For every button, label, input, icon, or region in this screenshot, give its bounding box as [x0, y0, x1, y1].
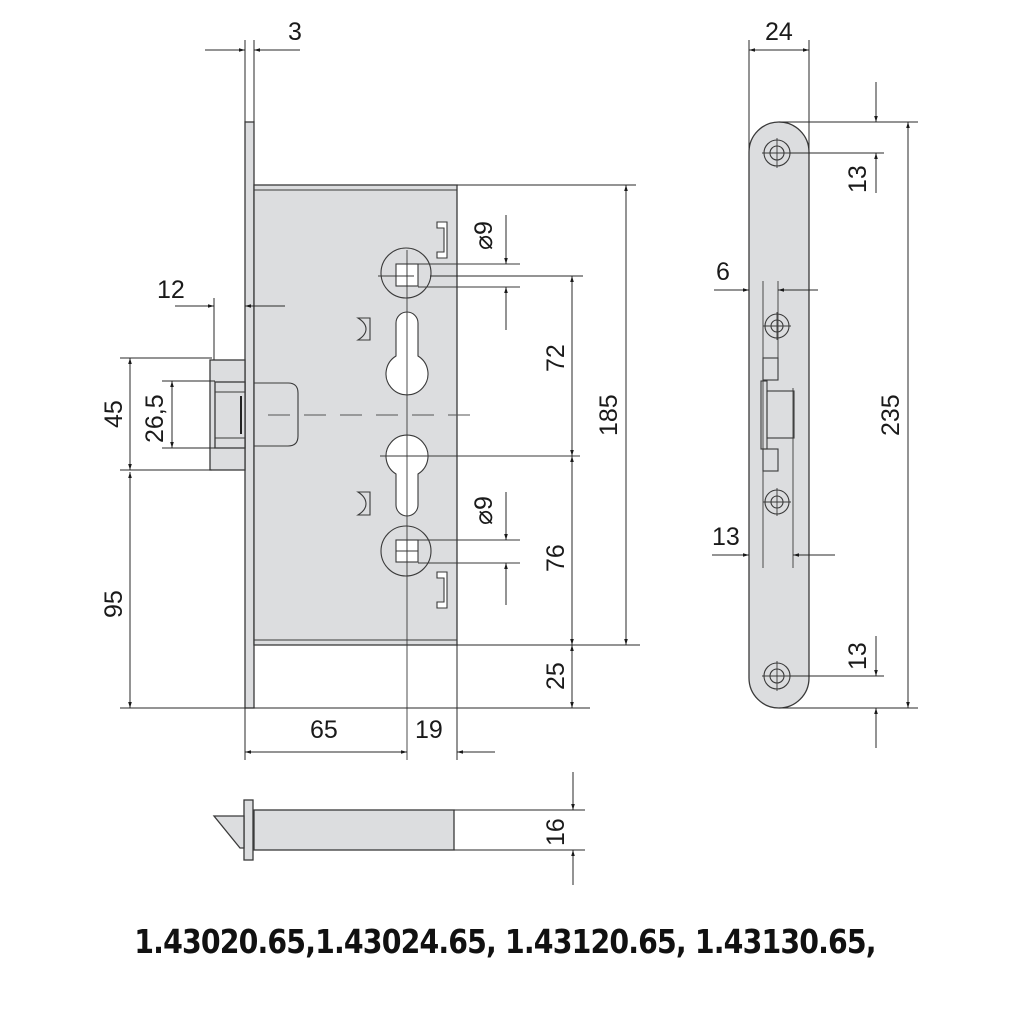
dim-case-height: 185 [595, 394, 623, 436]
dim-cylinder-to-bottom-follower: 76 [542, 544, 570, 572]
dim-top-follower-square: ⌀9 [470, 221, 498, 250]
dim-case-offset: 19 [415, 716, 443, 744]
dim-top-follower-to-cylinder: 72 [542, 344, 570, 372]
dim-latch-to-bottom: 95 [100, 590, 128, 618]
dim-bottom-screw-offset: 13 [844, 642, 872, 670]
faceplate-strip [244, 121, 255, 709]
dim-follower-to-case-bottom: 25 [542, 662, 570, 690]
main-dimensions: 3 12 45 26,5 95 65 19 ⌀9 [100, 18, 640, 760]
dim-latch-height: 26,5 [141, 394, 169, 443]
dim-latch-projection: 12 [157, 276, 185, 304]
model-numbers-caption: 1.43020.65,1.43024.65, 1.43120.65, 1.431… [134, 922, 876, 961]
dim-bottom-follower-square: ⌀9 [470, 496, 498, 525]
latch-bolt [209, 359, 299, 471]
dim-latch-housing-height: 45 [100, 400, 128, 428]
dim-faceplate-thickness: 3 [288, 18, 302, 46]
dim-case-depth: 16 [542, 818, 570, 846]
screw-upper [763, 312, 791, 340]
dim-top-screw-offset: 13 [844, 165, 872, 193]
dim-latch-slot-offset: 6 [716, 258, 730, 286]
main-view [209, 121, 580, 760]
dim-faceplate-length: 235 [877, 394, 905, 436]
dim-backset: 65 [310, 716, 338, 744]
dim-case-width: 13 [712, 523, 740, 551]
dim-faceplate-width: 24 [765, 18, 793, 46]
side-view: 24 13 235 6 13 13 [712, 18, 918, 748]
faceplate [748, 121, 810, 709]
screw-lower [763, 488, 791, 516]
bottom-view: 16 [212, 772, 585, 885]
